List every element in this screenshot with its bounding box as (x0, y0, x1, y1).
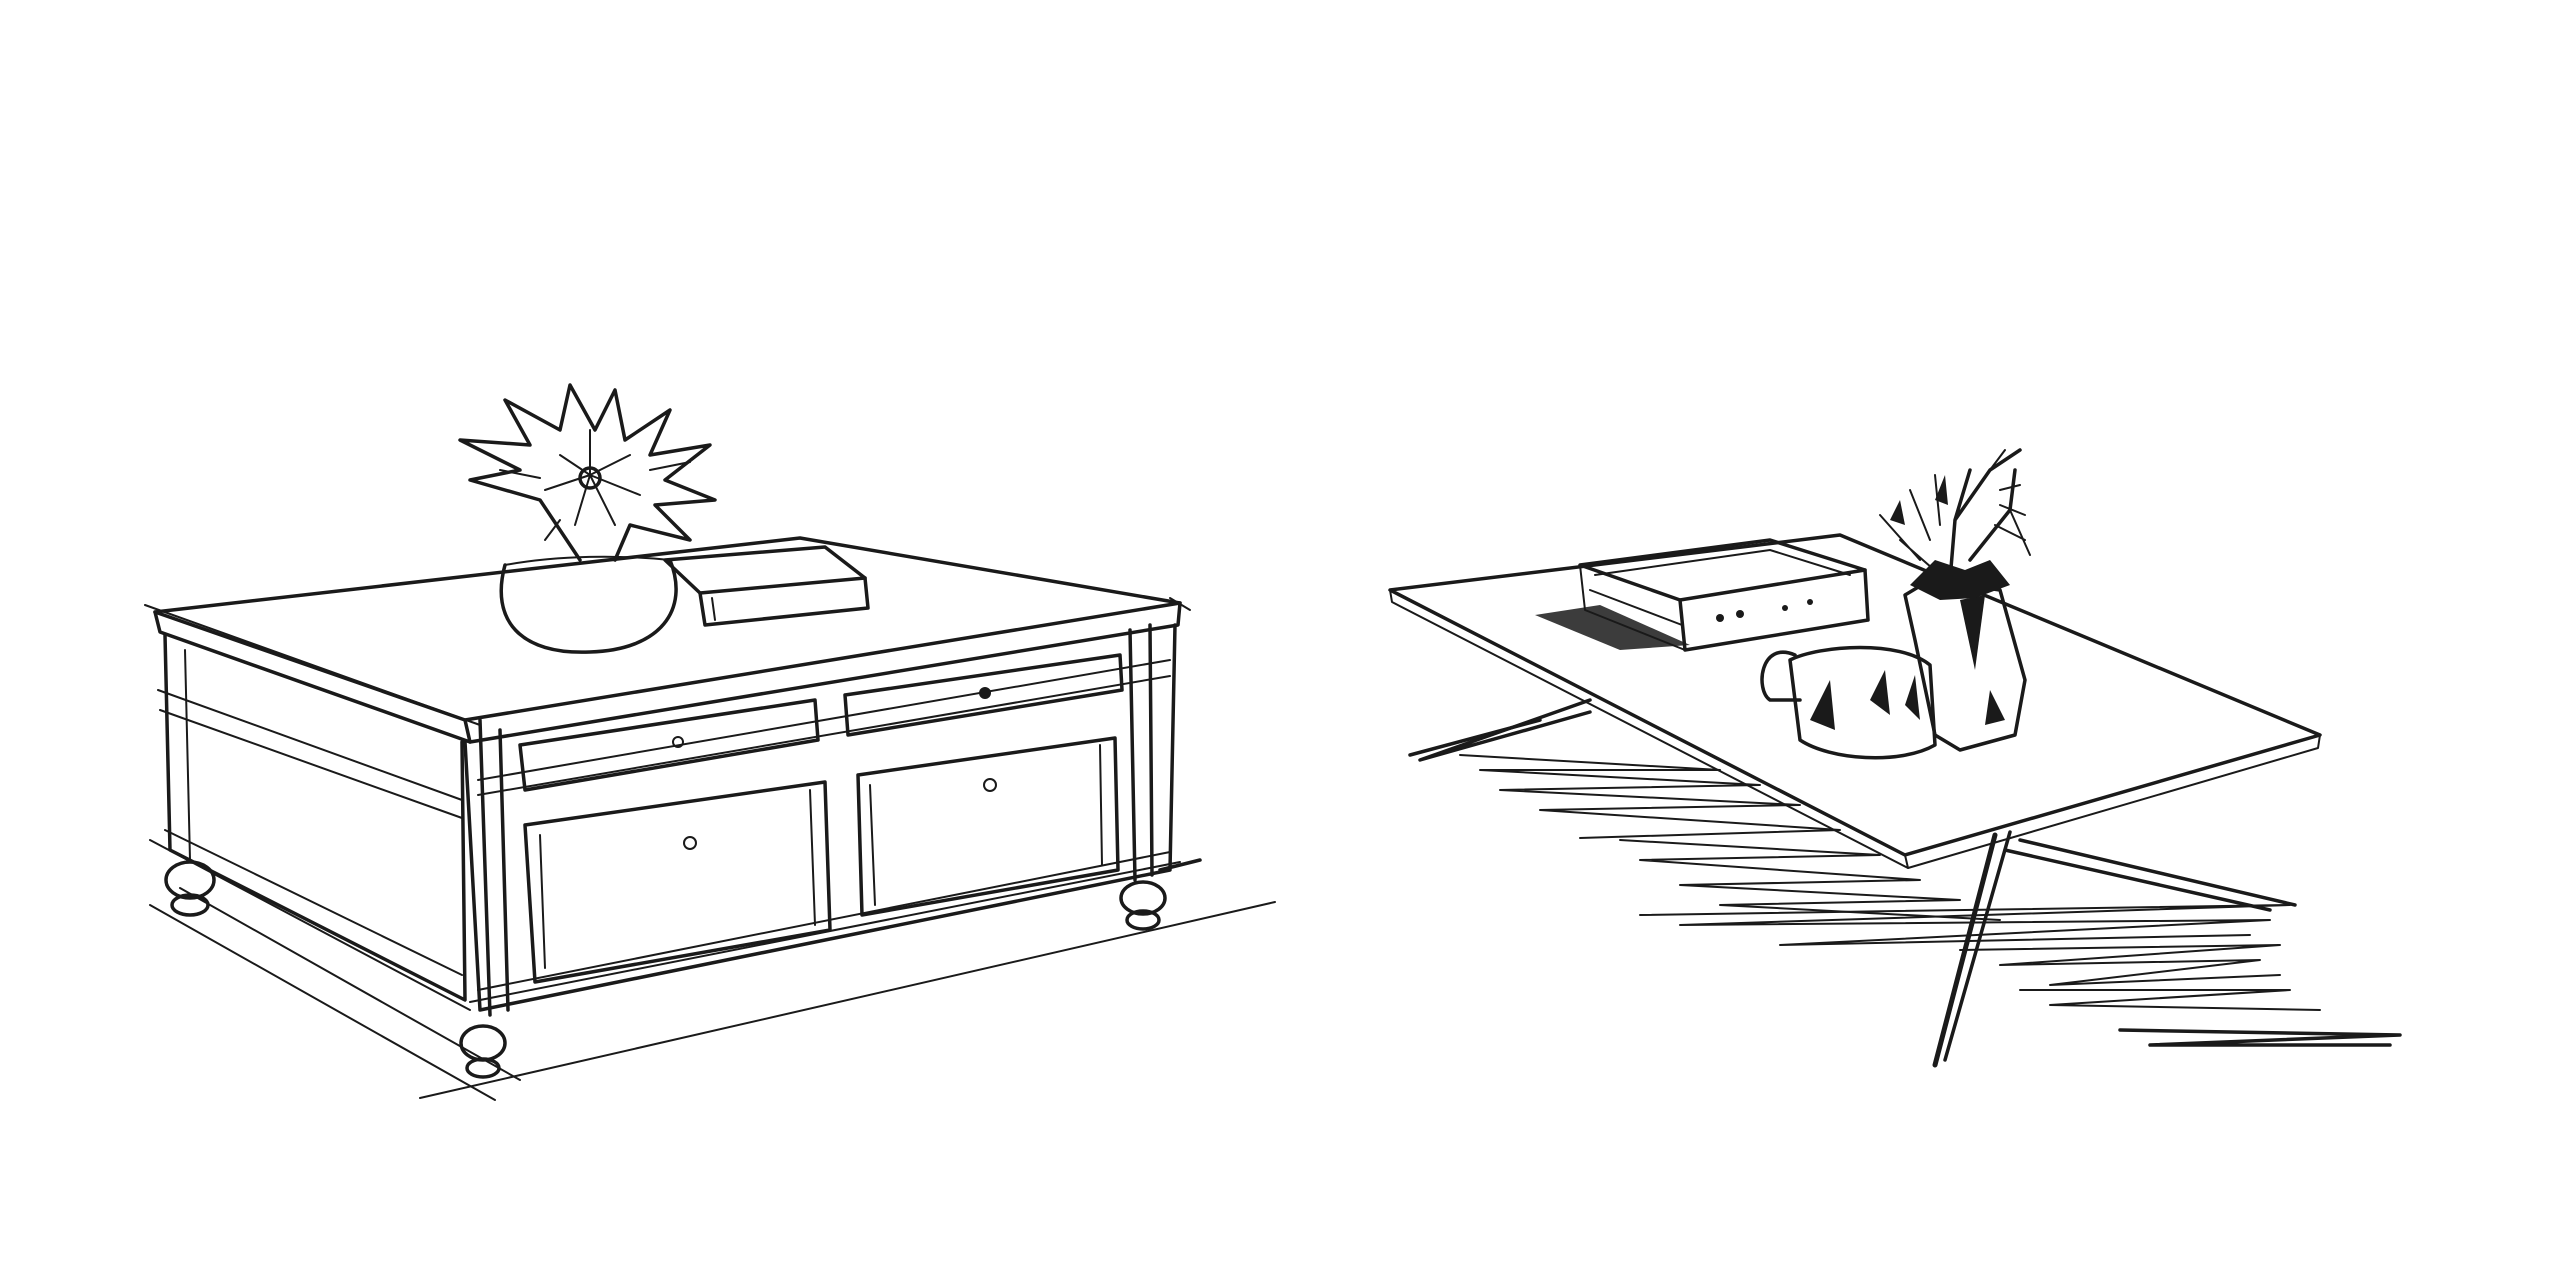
greenery-sprigs (1879, 448, 2031, 600)
bun-feet (164, 858, 1202, 1079)
top-drawer-left (518, 698, 820, 792)
round-vase (499, 555, 678, 654)
glass-table-top (1388, 533, 2322, 869)
modern-coffee-table-sketch (1388, 448, 2402, 1068)
bottom-drawer-right (856, 736, 1120, 917)
table-top (144, 536, 1191, 744)
floor-lines (149, 887, 1276, 1101)
coffee-table-book (1535, 538, 1870, 652)
top-drawer-right (843, 653, 1124, 737)
bottom-drawer-left (523, 780, 832, 984)
sculpture-stones (1760, 645, 1937, 760)
left-side-panel (149, 633, 471, 1011)
storage-coffee-table-sketch (144, 383, 1276, 1101)
flower-bouquet (458, 383, 717, 562)
table-legs (1408, 698, 2297, 1068)
floor-shadow-hatching (1459, 754, 2402, 1047)
book (663, 545, 870, 627)
